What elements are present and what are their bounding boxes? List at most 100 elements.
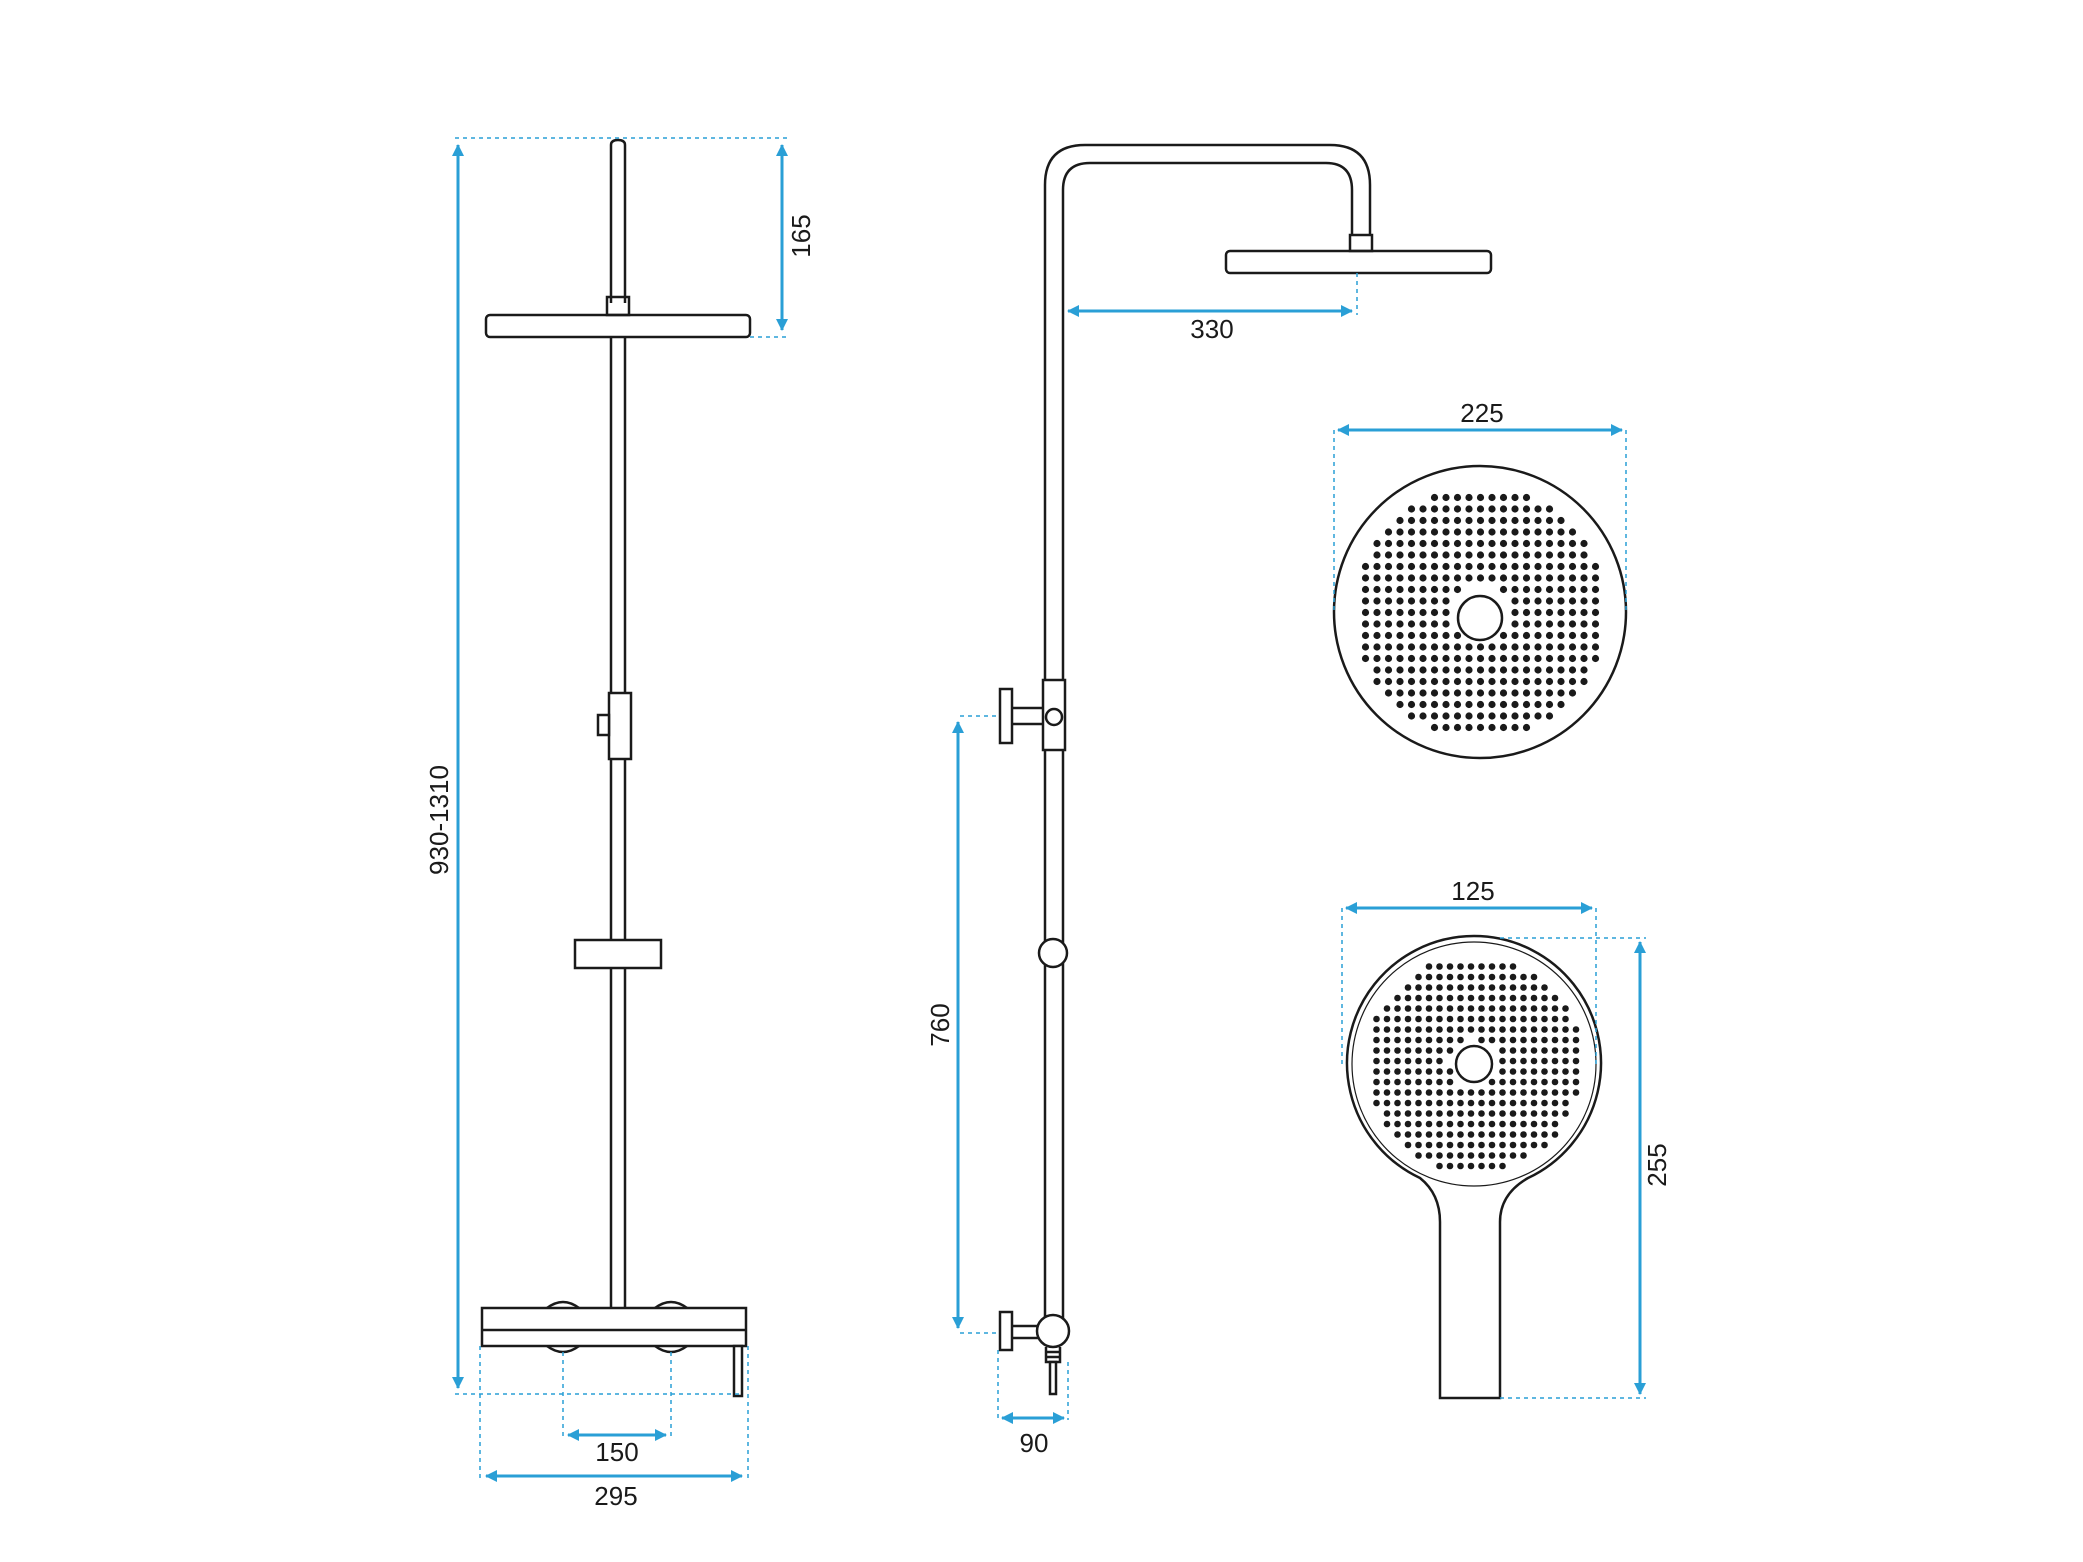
nozzle-dot bbox=[1436, 1057, 1443, 1065]
nozzle-dot bbox=[1415, 1005, 1422, 1012]
dim-wall-offset-label: 90 bbox=[1020, 1428, 1049, 1458]
nozzle-dot bbox=[1373, 620, 1381, 628]
nozzle-dot bbox=[1530, 973, 1538, 981]
nozzle-dot bbox=[1520, 1152, 1527, 1159]
nozzle-dot bbox=[1534, 562, 1542, 571]
nozzle-dot bbox=[1384, 620, 1393, 628]
nozzle-dot bbox=[1404, 1015, 1412, 1023]
nozzle-dot bbox=[1383, 1015, 1391, 1023]
nozzle-dot bbox=[1488, 493, 1496, 502]
nozzle-dot bbox=[1465, 700, 1473, 709]
nozzle-dot bbox=[1572, 1047, 1580, 1054]
nozzle-dot bbox=[1557, 585, 1565, 594]
nozzle-dot bbox=[1396, 700, 1404, 709]
nozzle-dot bbox=[1562, 1005, 1569, 1012]
nozzle-dot bbox=[1499, 1131, 1506, 1138]
nozzle-dot bbox=[1407, 551, 1416, 559]
nozzle-dot bbox=[1509, 1068, 1517, 1075]
nozzle-dot bbox=[1562, 1110, 1569, 1117]
nozzle-dot bbox=[1488, 963, 1496, 970]
nozzle-dot bbox=[1430, 516, 1439, 525]
nozzle-dot bbox=[1541, 1057, 1548, 1065]
nozzle-dot bbox=[1541, 984, 1548, 991]
nozzle-dot bbox=[1419, 597, 1427, 605]
side-mixer-handle bbox=[1048, 1360, 1058, 1396]
nozzle-dot bbox=[1453, 677, 1462, 686]
nozzle-dot bbox=[1425, 994, 1433, 1002]
nozzle-dot bbox=[1436, 1110, 1443, 1117]
nozzle-dot bbox=[1457, 973, 1464, 981]
nozzle-dot bbox=[1442, 643, 1450, 651]
nozzle-dot bbox=[1457, 1089, 1464, 1096]
nozzle-dot bbox=[1476, 516, 1485, 525]
nozzle-dot bbox=[1383, 1078, 1391, 1086]
side-wall-bracket-lower bbox=[998, 1310, 1014, 1352]
nozzle-dot bbox=[1404, 1068, 1412, 1075]
nozzle-dot bbox=[1568, 666, 1577, 674]
nozzle-dot bbox=[1499, 1099, 1506, 1107]
nozzle-dot bbox=[1499, 723, 1508, 732]
nozzle-dot bbox=[1572, 1036, 1580, 1044]
side-diverter bbox=[1041, 678, 1067, 752]
nozzle-dot bbox=[1509, 1078, 1517, 1086]
nozzle-dot bbox=[1436, 1120, 1443, 1128]
nozzle-dot bbox=[1453, 505, 1462, 513]
nozzle-dot bbox=[1453, 493, 1462, 502]
nozzle-dot bbox=[1396, 562, 1404, 571]
nozzle-dot bbox=[1407, 516, 1416, 525]
nozzle-dot bbox=[1465, 562, 1473, 571]
nozzle-dot bbox=[1511, 631, 1519, 640]
nozzle-dot bbox=[1572, 1057, 1580, 1065]
nozzle-dot bbox=[1467, 1026, 1475, 1033]
nozzle-dot bbox=[1551, 1089, 1559, 1096]
nozzle-dot bbox=[1530, 994, 1538, 1002]
nozzle-dot bbox=[1499, 1026, 1506, 1033]
nozzle-dot bbox=[1430, 689, 1439, 697]
nozzle-dot bbox=[1457, 1162, 1464, 1170]
nozzle-dot bbox=[1476, 643, 1485, 651]
nozzle-dot bbox=[1557, 574, 1565, 582]
nozzle-dot bbox=[1509, 1036, 1517, 1044]
nozzle-dot bbox=[1511, 666, 1519, 674]
nozzle-dot bbox=[1425, 1089, 1433, 1096]
nozzle-dot bbox=[1522, 493, 1531, 502]
nozzle-dot bbox=[1446, 1120, 1454, 1128]
nozzle-dot bbox=[1545, 528, 1554, 536]
nozzle-dot bbox=[1396, 528, 1404, 536]
nozzle-dot bbox=[1499, 700, 1508, 709]
nozzle-dot bbox=[1404, 1120, 1412, 1128]
dim-total-height-label: 930-1310 bbox=[424, 765, 454, 875]
nozzle-dot bbox=[1415, 973, 1422, 981]
nozzle-dot bbox=[1551, 1110, 1559, 1117]
nozzle-dot bbox=[1562, 1026, 1569, 1033]
nozzle-dot bbox=[1394, 994, 1401, 1002]
nozzle-dot bbox=[1530, 1047, 1538, 1054]
nozzle-dot bbox=[1557, 528, 1565, 536]
nozzle-dot bbox=[1465, 654, 1473, 663]
nozzle-dot bbox=[1373, 1026, 1380, 1033]
nozzle-dot bbox=[1541, 1005, 1548, 1012]
nozzle-dot bbox=[1511, 654, 1519, 663]
front-dimensions bbox=[452, 137, 790, 1482]
nozzle-dot bbox=[1499, 963, 1506, 970]
nozzle-dot bbox=[1522, 505, 1531, 513]
nozzle-dot bbox=[1415, 1078, 1422, 1086]
nozzle-dot bbox=[1545, 677, 1554, 686]
nozzle-dot bbox=[1551, 1015, 1559, 1023]
nozzle-dot bbox=[1551, 994, 1559, 1002]
hand-center-hub bbox=[1454, 1044, 1494, 1084]
nozzle-dot bbox=[1394, 1120, 1401, 1128]
nozzle-dot bbox=[1511, 620, 1519, 628]
nozzle-dot bbox=[1419, 700, 1427, 709]
nozzle-dot bbox=[1478, 1120, 1485, 1128]
nozzle-dot bbox=[1591, 574, 1600, 582]
nozzle-dot bbox=[1530, 1099, 1538, 1107]
nozzle-dot bbox=[1436, 1036, 1443, 1044]
nozzle-dot bbox=[1572, 1068, 1580, 1075]
nozzle-dot bbox=[1383, 1047, 1391, 1054]
nozzle-dot bbox=[1436, 963, 1443, 970]
nozzle-dot bbox=[1551, 1078, 1559, 1086]
nozzle-dot bbox=[1361, 620, 1370, 628]
nozzle-dot bbox=[1430, 620, 1439, 628]
nozzle-dot bbox=[1488, 1120, 1496, 1128]
